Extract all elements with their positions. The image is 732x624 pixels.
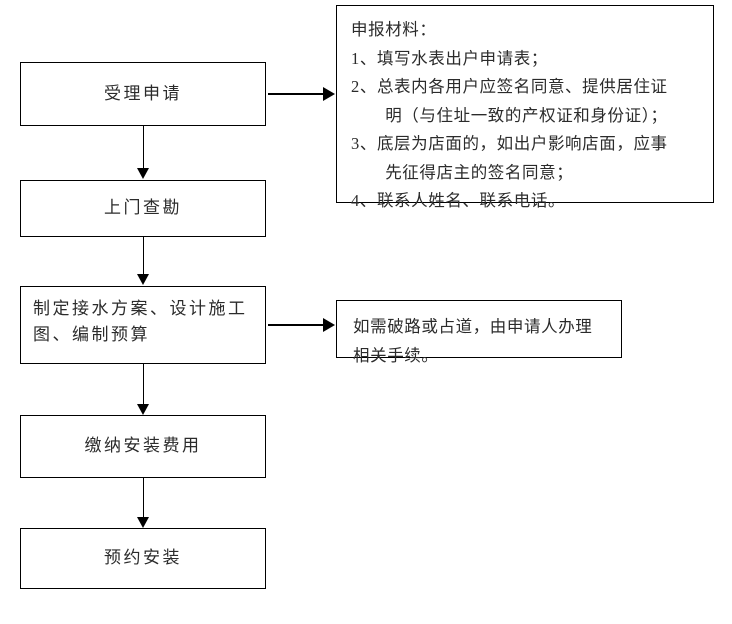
note-text: 申报材料： 1、填写水表出户申请表； 2、总表内各用户应签名同意、提供居住证 明… xyxy=(351,20,668,210)
note-box-roadwork-permit: 如需破路或占道，由申请人办理 相关手续。 xyxy=(336,300,622,365)
process-label: 预约安装 xyxy=(104,548,182,568)
connector-survey-to-design-line xyxy=(143,237,144,275)
process-label: 制定接水方案、设计施工 图、编制预算 xyxy=(33,299,248,345)
process-label: 受理申请 xyxy=(104,83,182,103)
process-box-design-plan[interactable]: 制定接水方案、设计施工 图、编制预算 xyxy=(20,286,266,364)
connector-accept-to-survey-line xyxy=(143,126,144,170)
process-box-accept-application[interactable]: 受理申请 xyxy=(20,62,266,126)
connector-design-to-roadwork-line xyxy=(268,324,324,326)
connector-design-to-payment-line xyxy=(143,364,144,405)
connector-accept-to-materials-arrowhead xyxy=(323,87,335,101)
process-box-schedule-installation[interactable]: 预约安装 xyxy=(20,528,266,589)
note-box-required-materials: 申报材料： 1、填写水表出户申请表； 2、总表内各用户应签名同意、提供居住证 明… xyxy=(336,5,714,210)
connector-accept-to-materials-line xyxy=(268,93,324,95)
note-text: 如需破路或占道，由申请人办理 相关手续。 xyxy=(353,317,593,365)
connector-payment-to-schedule-arrowhead xyxy=(137,517,149,528)
connector-accept-to-survey-arrowhead xyxy=(137,168,149,179)
process-label: 上门查勘 xyxy=(104,198,182,218)
process-box-pay-installation-fee[interactable]: 缴纳安装费用 xyxy=(20,415,266,478)
connector-survey-to-design-arrowhead xyxy=(137,274,149,285)
process-label: 缴纳安装费用 xyxy=(84,436,202,456)
connector-design-to-payment-arrowhead xyxy=(137,404,149,415)
connector-payment-to-schedule-line xyxy=(143,478,144,518)
process-box-site-survey[interactable]: 上门查勘 xyxy=(20,180,266,237)
connector-design-to-roadwork-arrowhead xyxy=(323,318,335,332)
